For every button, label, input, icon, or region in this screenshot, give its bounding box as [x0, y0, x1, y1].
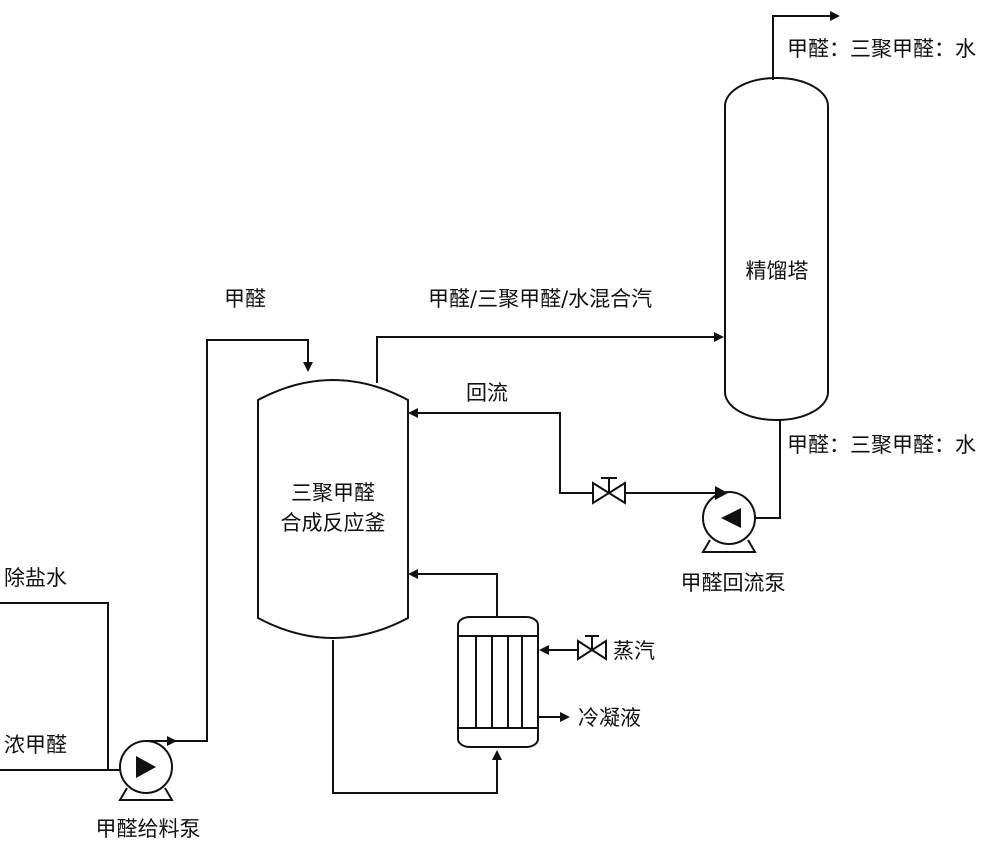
feed-pump: [120, 741, 172, 800]
column-label: 精馏塔: [746, 259, 809, 283]
reflux-pump: [703, 492, 755, 552]
reflux-line-return: [410, 413, 593, 493]
reactor-label-line2: 合成反应釜: [281, 511, 386, 535]
bottom-product-label: 甲醛：三聚甲醛：水: [787, 433, 976, 457]
condensate-label: 冷凝液: [578, 706, 641, 730]
reboiler-return-line: [410, 574, 497, 617]
reflux-valve: [593, 478, 625, 503]
reflux-pump-label: 甲醛回流泵: [681, 571, 786, 595]
steam-label: 蒸汽: [613, 639, 655, 663]
reboiler: [458, 617, 538, 747]
top-product-label: 甲醛：三聚甲醛：水: [787, 37, 976, 61]
mixed-vapor-line: [377, 337, 722, 383]
conc-formaldehyde-label: 浓甲醛: [4, 733, 67, 757]
mixed-vapor-label: 甲醛/三聚甲醛/水混合汽: [428, 287, 652, 311]
reflux-label: 回流: [466, 381, 508, 405]
column-bottom-line: [752, 420, 780, 518]
reactor-vessel: [258, 380, 408, 638]
steam-valve: [578, 636, 606, 659]
distillation-column: [725, 78, 828, 420]
formaldehyde-label: 甲醛: [224, 287, 266, 311]
reactor-label-line1: 三聚甲醛: [291, 481, 375, 505]
feed-pump-label: 甲醛给料泵: [96, 817, 201, 841]
desalted-water-label: 除盐水: [4, 566, 67, 590]
